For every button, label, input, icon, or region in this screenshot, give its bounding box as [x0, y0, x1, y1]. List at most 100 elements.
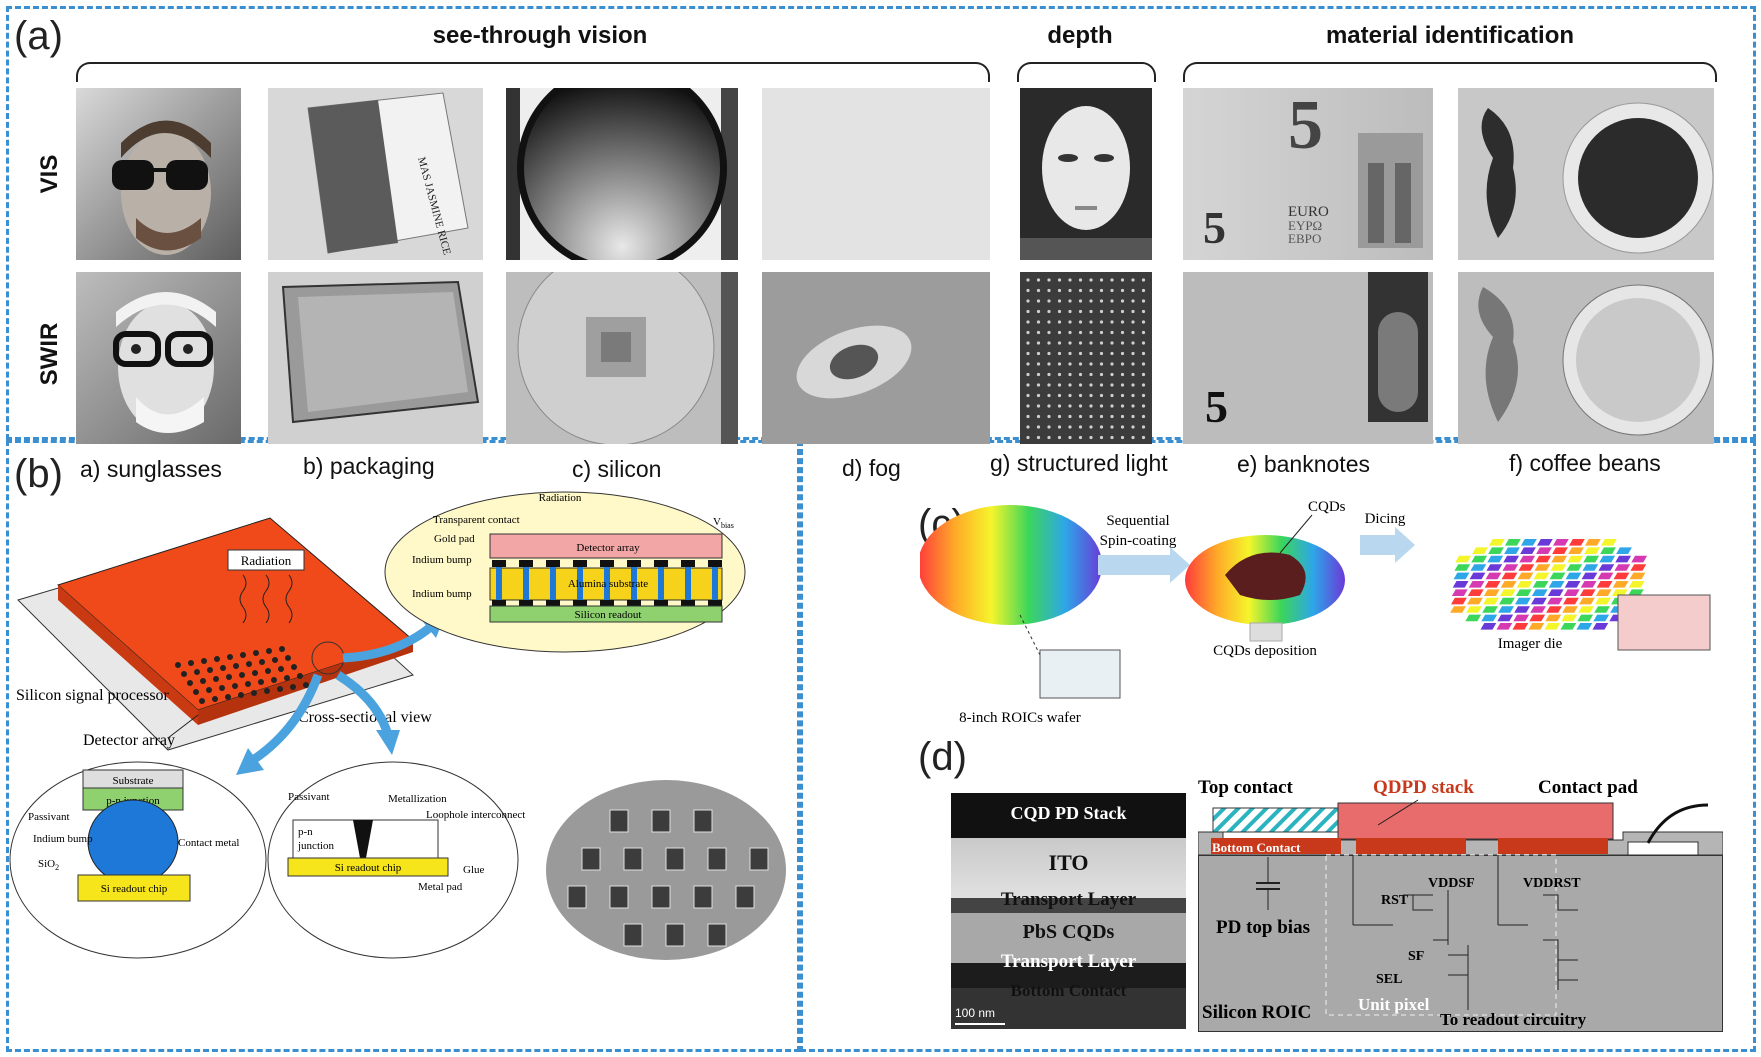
dot — [1131, 320, 1135, 324]
sem-pillar — [693, 885, 713, 909]
pixel-hole — [284, 675, 290, 681]
die — [1562, 606, 1578, 613]
dot — [1110, 309, 1114, 314]
dot — [1099, 278, 1104, 282]
dot — [1057, 362, 1062, 366]
bump — [654, 560, 668, 567]
panel-label-a: (a) — [14, 14, 63, 58]
die — [1531, 597, 1547, 605]
die — [1488, 538, 1505, 546]
dot — [1068, 330, 1072, 335]
die — [1486, 564, 1503, 571]
pixel-hole — [181, 671, 187, 677]
dot — [1141, 320, 1146, 324]
dot — [1078, 351, 1083, 356]
die — [1598, 564, 1615, 571]
die — [1515, 589, 1532, 597]
silicon-readout-layer: Silicon readout — [575, 609, 642, 621]
dot — [1120, 278, 1125, 282]
die — [1580, 581, 1597, 588]
dot — [1026, 278, 1030, 282]
dot — [1110, 435, 1114, 440]
indium-bump-label-2: Indium bump — [412, 588, 472, 600]
roic-wafer — [920, 505, 1102, 625]
cqds-label: CQDs — [1308, 499, 1346, 515]
group-label-material: material identification — [1325, 22, 1575, 49]
pixel-hole — [187, 680, 193, 686]
die — [1450, 606, 1466, 613]
die — [1480, 623, 1497, 630]
vddsf-label: VDDSF — [1428, 876, 1475, 891]
dot — [1047, 404, 1051, 408]
unit-pixel-label: Unit pixel — [1358, 995, 1430, 1014]
bump — [546, 600, 560, 607]
detector-array-layer: Detector array — [576, 542, 640, 554]
dot — [1120, 362, 1125, 366]
die — [1520, 538, 1537, 546]
dot — [1141, 404, 1146, 408]
die — [1452, 581, 1469, 588]
imager-die-label: Imager die — [1498, 636, 1563, 652]
die — [1616, 547, 1632, 554]
dot — [1110, 341, 1114, 345]
dot — [1131, 404, 1135, 408]
sem-pillar — [609, 809, 629, 833]
banknote-digit-large: 5 — [1288, 88, 1323, 164]
die — [1564, 581, 1581, 588]
contact-pad-box — [1627, 841, 1699, 856]
tem-cqd-stack — [951, 793, 1186, 838]
dot — [1089, 435, 1093, 440]
pixel-hole — [193, 689, 199, 695]
indium-bar — [523, 560, 529, 604]
dot — [1047, 393, 1051, 398]
dot — [1078, 425, 1083, 429]
die — [1470, 564, 1487, 571]
group-label-depth: depth — [1047, 22, 1113, 49]
pixel-hole — [212, 696, 218, 702]
qdpd-stack-label: QDPD stack — [1373, 777, 1474, 798]
die — [1578, 606, 1594, 613]
dot — [1026, 309, 1030, 314]
pixel-hole — [272, 657, 278, 663]
die — [1592, 623, 1609, 630]
pixel-hole — [206, 687, 212, 693]
dot — [1036, 351, 1041, 356]
die — [1487, 555, 1504, 563]
die — [1455, 555, 1472, 563]
dot — [1120, 425, 1125, 429]
die — [1599, 555, 1616, 563]
pixel-hole — [291, 664, 297, 670]
dot — [1068, 372, 1072, 377]
die — [1593, 614, 1610, 622]
die — [1519, 555, 1536, 563]
dot — [1047, 414, 1051, 419]
dot — [1057, 383, 1062, 387]
die — [1467, 597, 1483, 605]
transparent-contact-label: Transparent contact — [433, 514, 520, 526]
photo-vis-coffee — [1458, 88, 1714, 260]
dot — [1131, 309, 1135, 314]
dot — [1026, 362, 1030, 366]
die — [1535, 555, 1552, 563]
passivant-label-mid: Passivant — [288, 791, 330, 803]
unit-pixel-box — [1325, 854, 1557, 1016]
pixel-hole — [188, 660, 194, 666]
sem-pillar — [707, 923, 727, 947]
sf-label: SF — [1408, 949, 1424, 964]
tem-ito — [951, 838, 1186, 898]
dot — [1047, 278, 1051, 282]
substrate-label: Substrate — [113, 775, 154, 787]
dot — [1141, 341, 1146, 345]
tem-bottom — [951, 988, 1186, 1029]
dot — [1099, 435, 1104, 440]
dot — [1026, 435, 1030, 440]
dot — [1120, 330, 1125, 335]
dot — [1110, 362, 1114, 366]
bump — [492, 560, 506, 567]
pd-top-bias-label: PD top bias — [1216, 917, 1310, 938]
tem-transport-2 — [951, 963, 1186, 988]
silicon-signal-processor-label: Silicon signal processor — [16, 687, 170, 704]
tem-scale-bar-line — [955, 1023, 1005, 1025]
dot — [1047, 309, 1051, 314]
dot — [1078, 330, 1083, 335]
